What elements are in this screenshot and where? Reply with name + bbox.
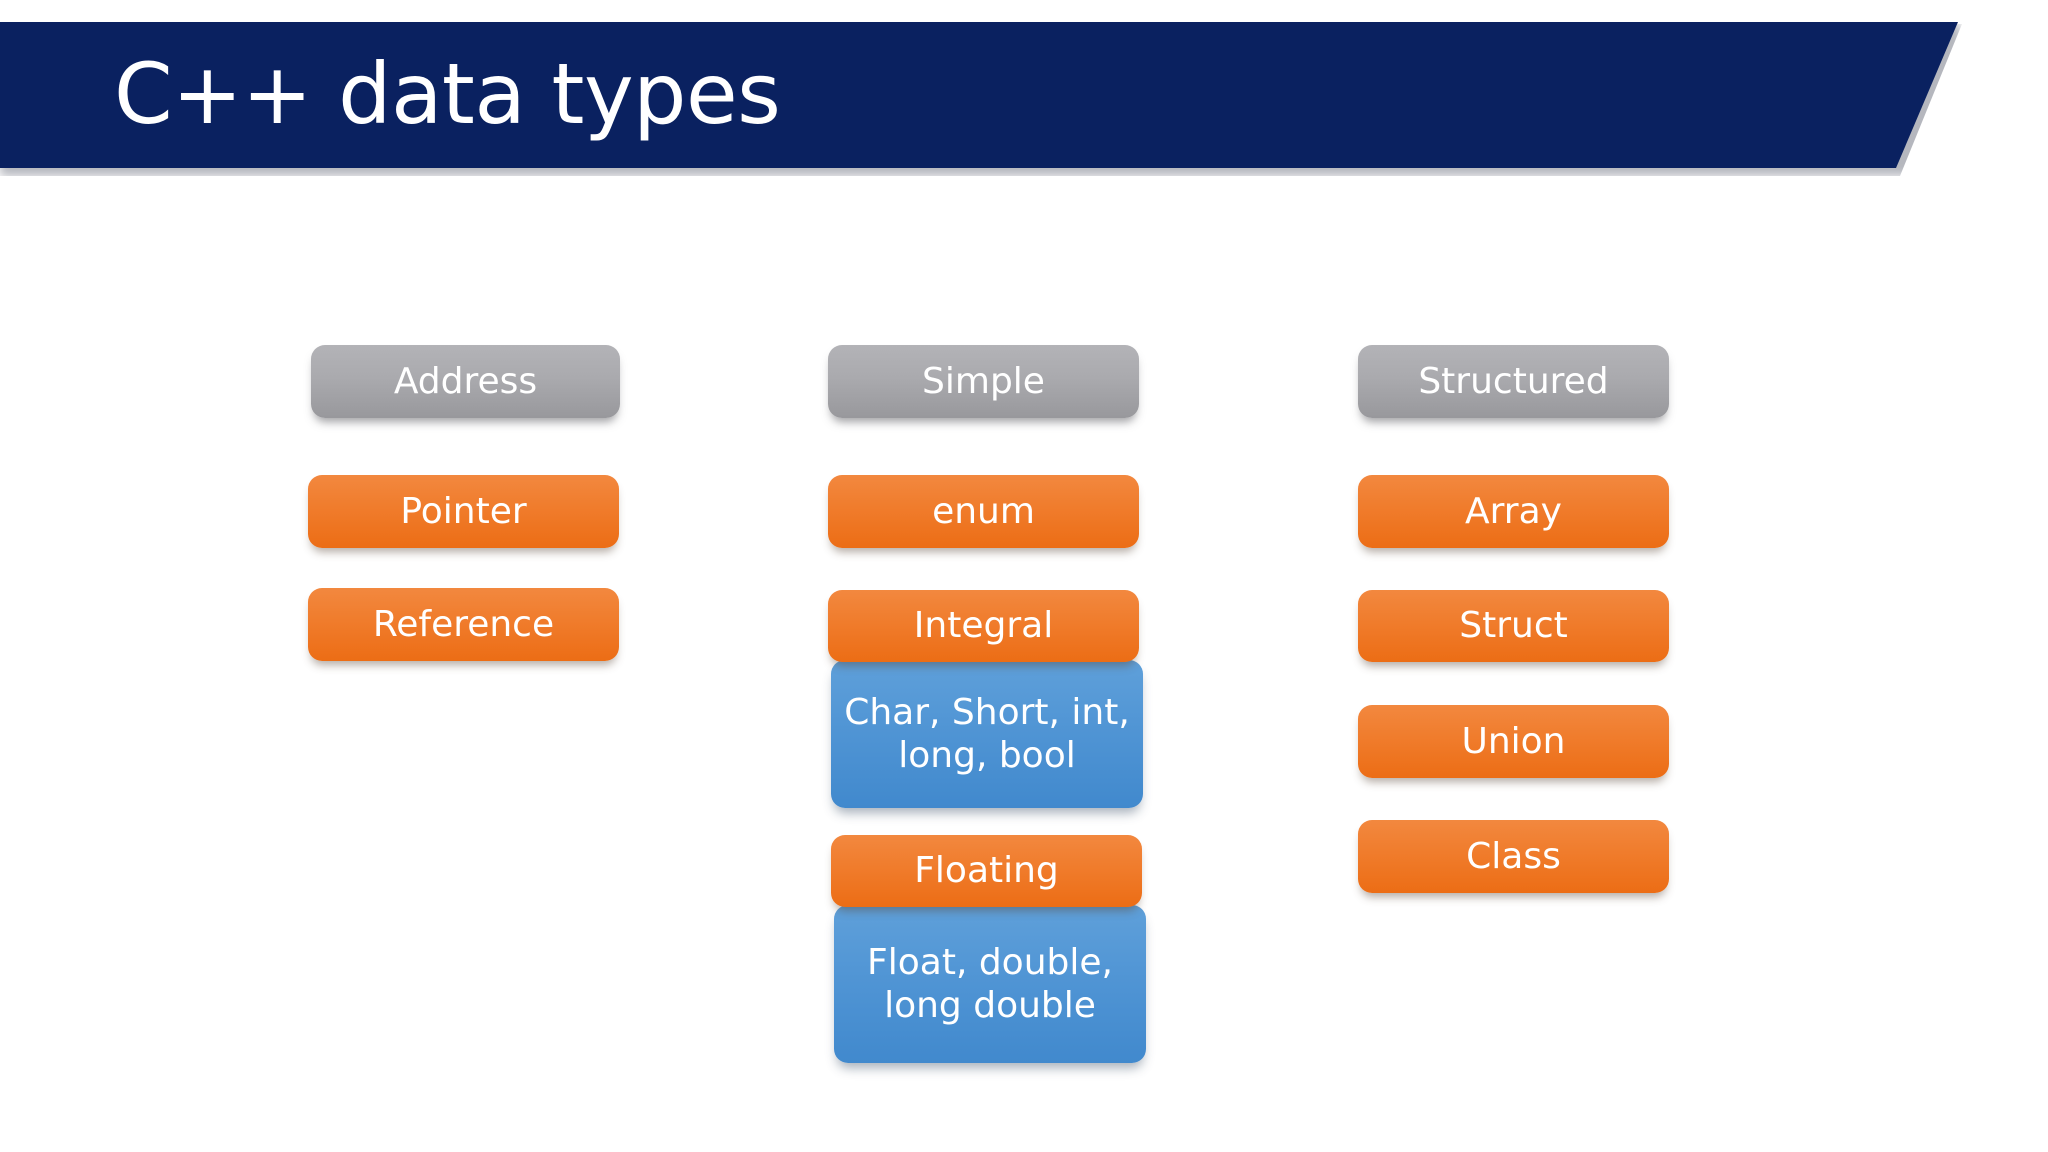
page-title: C++ data types [114,45,781,143]
node-integral-detail-label: Char, Short, int, long, bool [844,691,1130,776]
node-integral-detail[interactable]: Char, Short, int, long, bool [831,660,1143,808]
node-class[interactable]: Class [1358,820,1669,893]
node-reference-label: Reference [372,603,555,645]
node-enum-label: enum [932,490,1035,532]
title-banner [0,22,1958,168]
column-header-address[interactable]: Address [311,345,620,418]
node-class-label: Class [1466,835,1561,877]
node-array[interactable]: Array [1358,475,1669,548]
node-pointer-label: Pointer [400,490,527,532]
node-union[interactable]: Union [1358,705,1669,778]
node-floating-label: Floating [914,850,1059,892]
node-array-label: Array [1465,490,1562,532]
column-header-simple[interactable]: Simple [828,345,1139,418]
node-reference[interactable]: Reference [308,588,619,661]
node-struct-label: Struct [1459,605,1568,647]
column-header-simple-label: Simple [922,360,1045,402]
column-header-address-label: Address [393,360,538,402]
node-integral-label: Integral [913,605,1054,647]
column-header-structured[interactable]: Structured [1358,345,1669,418]
column-header-structured-label: Structured [1418,360,1609,402]
node-integral[interactable]: Integral [828,590,1139,662]
node-floating[interactable]: Floating [831,835,1142,907]
node-floating-detail[interactable]: Float, double, long double [834,905,1146,1063]
node-struct[interactable]: Struct [1358,590,1669,662]
node-enum[interactable]: enum [828,475,1139,548]
node-floating-detail-label: Float, double, long double [867,941,1113,1026]
node-pointer[interactable]: Pointer [308,475,619,548]
node-union-label: Union [1461,720,1566,762]
